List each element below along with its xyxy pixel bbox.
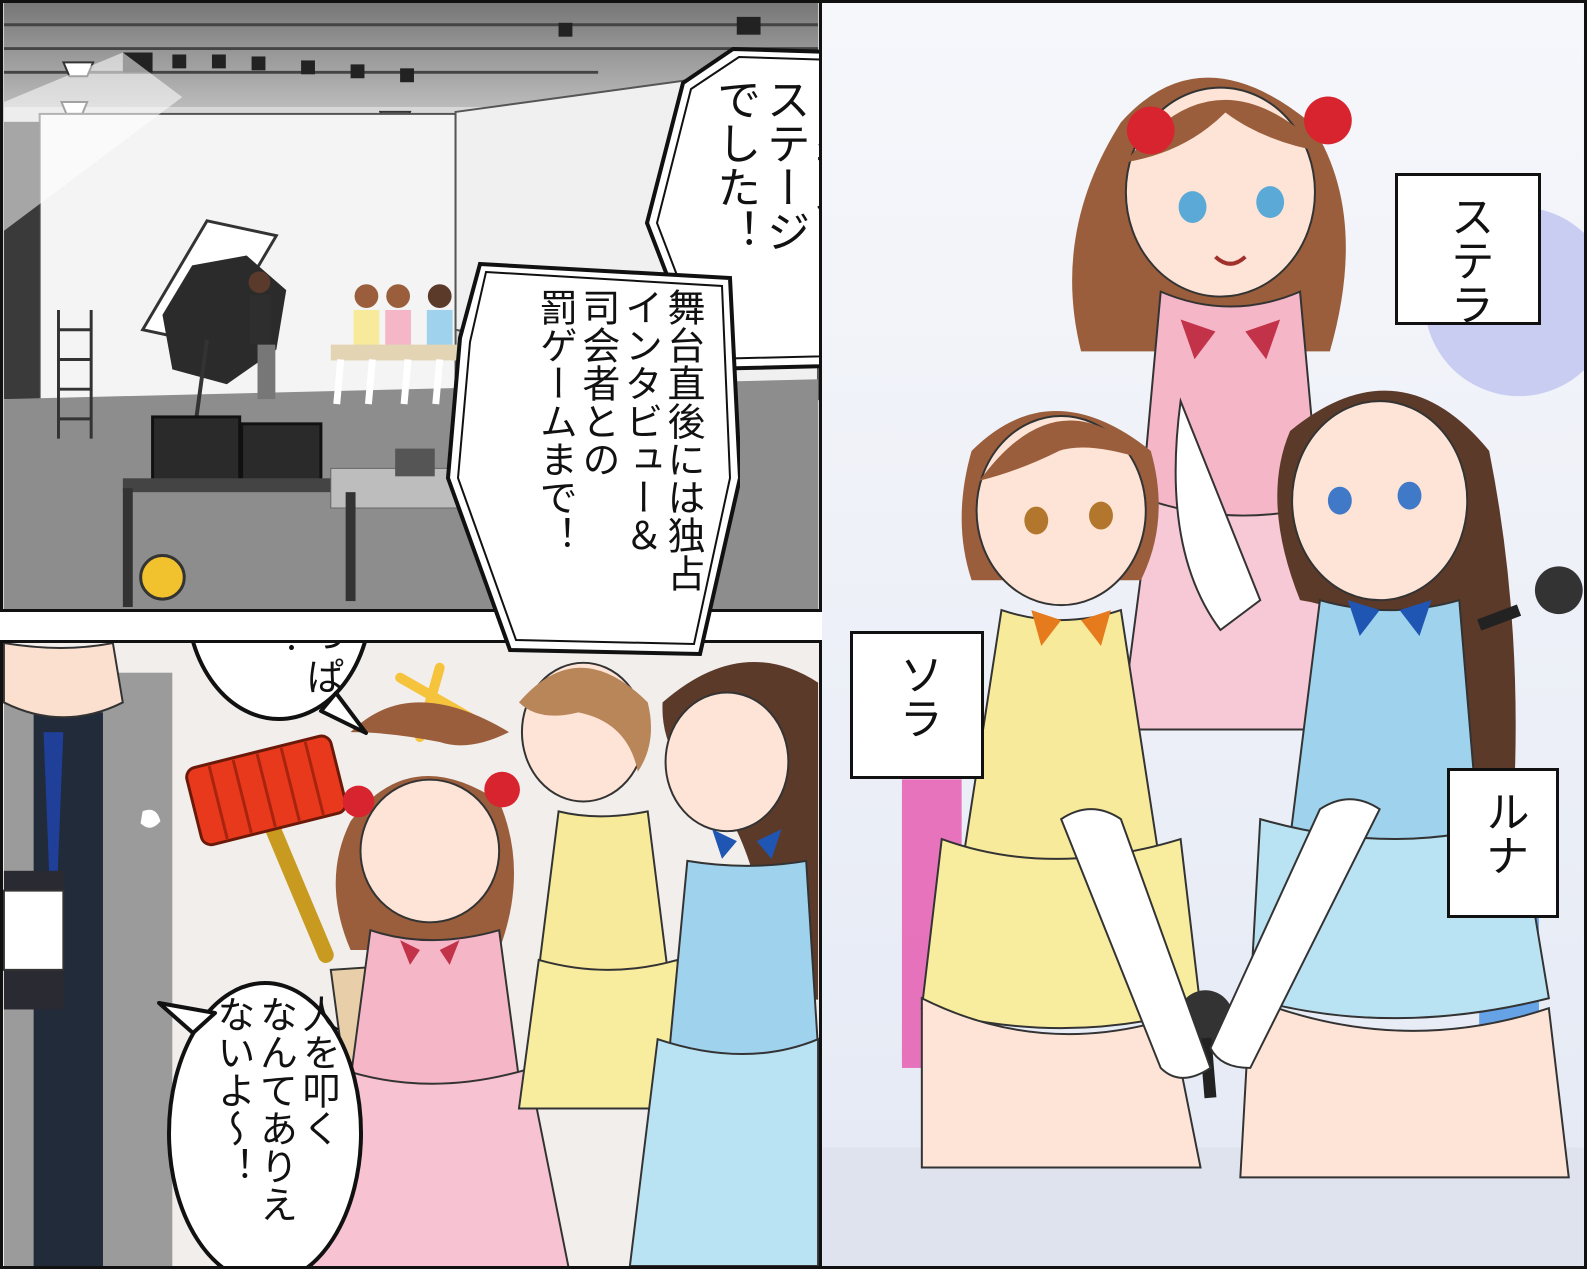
headline-text: 大ヒット！ ユニバース ガールズ カムバック！ 1年ぶりの ステージ でした！ xyxy=(709,77,822,304)
penalty-game-panel: あぁやっぱ 無理〜！ 人を叩く なんてありえ ないよ〜！ xyxy=(0,640,822,1269)
trio-illustration xyxy=(822,3,1584,1266)
name-label-luna: ルナ xyxy=(1447,768,1559,918)
name-label-sora: ソラ xyxy=(850,631,984,779)
sigh-text: あぁやっぱ 無理〜！ xyxy=(257,643,344,695)
host-speech-bubble: 人を叩く なんてありえ ないよ〜！ xyxy=(153,963,363,1266)
sora-name-text: ソラ xyxy=(891,652,943,740)
host-bubble-shape xyxy=(157,981,363,1266)
studio-panel: 大ヒット！ ユニバース ガールズ カムバック！ 1年ぶりの ステージ でした！ xyxy=(0,0,822,612)
interview-bubble-shape xyxy=(445,261,740,657)
studio-illustration xyxy=(4,3,819,609)
luna-name-text: ルナ xyxy=(1477,789,1529,877)
host-text: 人を叩く なんてありえ ないよ〜！ xyxy=(210,995,340,1223)
sigh-bubble-shape xyxy=(191,643,368,735)
name-label-stella: ステラ xyxy=(1395,173,1541,326)
stella-name-text: ステラ xyxy=(1442,194,1494,326)
trio-portrait-panel: ステラ ソラ ルナ xyxy=(822,0,1587,1269)
interview-speech-bubble: 舞台直後には独占 インタビュー＆ 司会者との 罰ゲームまで！ xyxy=(440,258,740,658)
sigh-speech-bubble: あぁやっぱ 無理〜！ xyxy=(181,643,381,736)
penalty-game-illustration xyxy=(3,643,819,1266)
interview-text: 舞台直後には独占 インタビュー＆ 司会者との 罰ゲームまで！ xyxy=(533,288,705,592)
